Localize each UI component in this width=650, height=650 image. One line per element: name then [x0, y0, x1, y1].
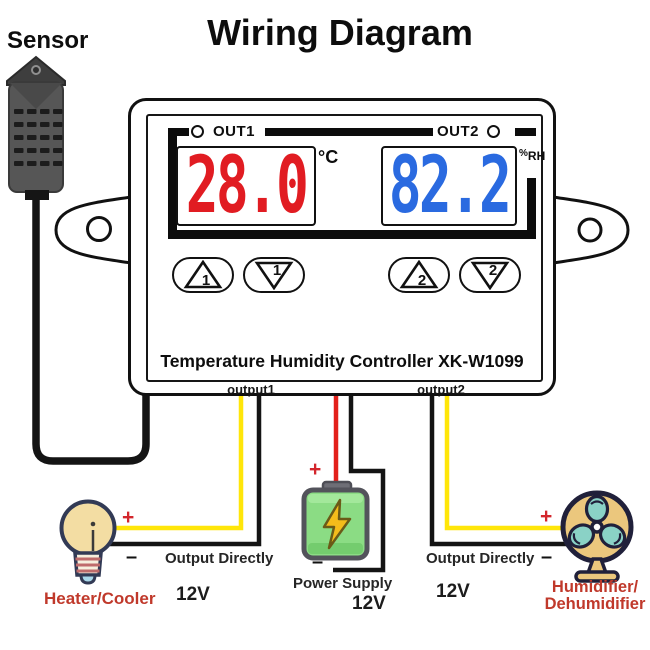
up2-button: 2	[388, 257, 450, 293]
output2-port-label: output2	[417, 382, 465, 397]
svg-text:1: 1	[273, 262, 281, 279]
down2-button: 2	[459, 257, 521, 293]
fan-blades	[567, 494, 627, 549]
output2-negative-wire	[429, 392, 568, 547]
heater-output-note: Output Directly	[165, 550, 274, 567]
right-mounting-ear	[551, 195, 630, 265]
humidifier-output-note: Output Directly	[426, 550, 535, 567]
supply-minus-sign: –	[312, 551, 324, 573]
humidifier-label-line1: Humidifier/	[551, 578, 639, 596]
humidity-unit: %RH	[519, 148, 546, 163]
controller-model-title: Temperature Humidity Controller XK-W1099	[160, 351, 524, 371]
out1-indicator-icon	[191, 125, 204, 138]
light-bulb-icon	[59, 499, 117, 585]
sensor-label: Sensor	[7, 27, 89, 54]
down-arrow-icon: 1	[254, 261, 294, 290]
sensor-probe-icon	[6, 55, 66, 200]
bezel-right	[527, 178, 536, 239]
humidifier-plus-sign: +	[540, 505, 553, 528]
output2-positive-wire	[444, 392, 566, 531]
output1-port-label: output1	[227, 382, 275, 397]
lightning-bolt-icon	[322, 498, 352, 550]
output1-negative-wire	[110, 392, 262, 547]
bezel-top-right	[515, 128, 536, 136]
humidity-display: 82.2	[381, 146, 517, 226]
page-title: Wiring Diagram	[207, 12, 473, 53]
svg-text:1: 1	[202, 272, 210, 289]
svg-text:2: 2	[489, 262, 497, 279]
humidity-value: 82.2	[388, 146, 512, 226]
sensor-vent-slots	[14, 109, 63, 166]
temperature-value: 28.0	[185, 146, 309, 226]
supply-negative-wire	[333, 392, 386, 573]
heater-voltage: 12V	[176, 584, 210, 605]
out1-label: OUT1	[213, 123, 256, 140]
heater-plus-sign: +	[122, 506, 135, 529]
humidifier-voltage: 12V	[436, 581, 470, 602]
battery-icon	[301, 480, 370, 561]
bezel-top-left	[168, 128, 189, 136]
supply-plus-sign: +	[309, 458, 322, 481]
down-arrow-icon: 2	[470, 261, 510, 290]
heater-minus-sign: –	[126, 546, 138, 568]
humidifier-minus-sign: –	[541, 546, 553, 568]
bezel-top-bar	[265, 128, 433, 136]
left-mounting-ear	[54, 195, 133, 265]
supply-voltage: 12V	[352, 593, 386, 614]
fan-icon	[560, 490, 634, 583]
sensor-cable	[32, 186, 150, 465]
supply-device-label: Power Supply	[293, 575, 393, 592]
out2-indicator-icon	[487, 125, 500, 138]
output1-positive-wire	[112, 392, 244, 531]
up-arrow-icon: 1	[183, 260, 223, 289]
heater-device-label: Heater/Cooler	[44, 589, 156, 608]
right-ear-hole	[577, 217, 603, 243]
left-ear-hole	[86, 216, 112, 242]
svg-text:2: 2	[418, 272, 426, 289]
temperature-display: 28.0	[176, 146, 316, 226]
out2-label: OUT2	[437, 123, 480, 140]
humidifier-device-label: Humidifier/ Dehumidifier	[543, 579, 647, 612]
humidifier-label-line2: Dehumidifier	[544, 594, 646, 613]
up-arrow-icon: 2	[399, 260, 439, 289]
bezel-left	[168, 128, 177, 239]
temperature-unit: °C	[318, 147, 339, 167]
up1-button: 1	[172, 257, 234, 293]
bezel-bottom	[168, 230, 536, 239]
down1-button: 1	[243, 257, 305, 293]
